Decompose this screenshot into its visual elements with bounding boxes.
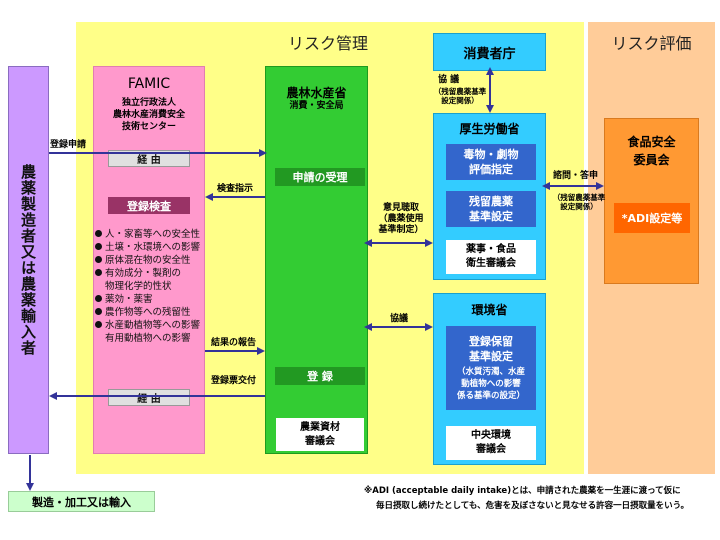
bullet-icon	[95, 321, 102, 328]
bullet-icon	[95, 243, 102, 250]
list-item-continued: 有用動植物への影響	[105, 333, 191, 344]
famic-via-top: 経 由	[108, 150, 190, 167]
result-report-label: 結果の報告	[211, 338, 257, 348]
pharma-food-council: 薬事・食品 衛生審議会	[446, 240, 536, 274]
adi-footnote: ※ADI (acceptable daily intake)とは、申請された農薬…	[364, 486, 690, 511]
consult-consumer-label: 協 議	[438, 75, 460, 85]
list-item: 人・家畜等への安全性	[95, 228, 205, 241]
residue-standard-box: 残留農薬 基準設定	[446, 191, 536, 227]
receipt-label: 申請の受理	[275, 168, 365, 186]
fsc-title: 食品安全 委員会	[627, 135, 676, 167]
list-item: 薬効・薬害	[95, 293, 205, 306]
list-item: 土壌・水環境への影響	[95, 241, 205, 254]
maff-box	[265, 66, 368, 454]
maff-title: 農林水産省	[286, 86, 347, 100]
inspection-instruction-label: 検査指示	[217, 184, 254, 194]
consumer-agency-box: 消費者庁	[433, 33, 546, 71]
manufacture-box: 製造・加工又は輸入	[8, 491, 155, 512]
list-item: 水産動植物等への影響	[95, 319, 205, 332]
list-item: 原体混在物の安全性	[95, 254, 205, 267]
certificate-label: 登録票交付	[211, 376, 257, 386]
moe-title: 環境省	[471, 303, 508, 317]
inquiry-label: 諮問・答申	[553, 171, 599, 181]
adi-setting-box: *ADI設定等	[614, 203, 690, 233]
opinion-label: 意見聴取 （農薬使用 基準制定）	[378, 203, 424, 235]
registration-hold-standard-box: 登録保留 基準設定 （水質汚濁、水産 動植物への影響 係る基準の設定）	[446, 326, 536, 410]
inspection-label: 登録検査	[108, 197, 190, 214]
list-item-continued: 物理化学的性状	[105, 281, 172, 292]
consult-consumer-note: （残留農薬基準 設定関係）	[433, 87, 487, 105]
risk-management-title: リスク管理	[287, 34, 368, 53]
bullet-icon	[95, 256, 102, 263]
famic-via-bottom: 経 由	[108, 389, 190, 406]
application-label: 登録申請	[50, 140, 87, 150]
agri-materials-council: 農業資材 審議会	[276, 418, 364, 451]
central-environment-council: 中央環境 審議会	[446, 426, 536, 460]
bullet-icon	[95, 269, 102, 276]
list-item: 有効成分・製剤の	[95, 267, 205, 280]
famic-subtitle: 独立行政法人 農林水産消費安全 技術センター	[112, 98, 185, 132]
food-safety-commission-box	[604, 118, 699, 284]
poison-designation-box: 毒物・劇物 評価指定	[446, 144, 536, 180]
consult-moe-label: 協議	[390, 314, 409, 324]
risk-evaluation-title: リスク評価	[611, 34, 692, 53]
applicant-box: 農薬製造者又は農薬輸入者	[8, 66, 49, 454]
inquiry-note: （残留農薬基準 設定関係）	[552, 193, 606, 211]
applicant-label: 農薬製造者又は農薬輸入者	[19, 164, 37, 356]
bullet-icon	[95, 295, 102, 302]
bullet-icon	[95, 230, 102, 237]
inspection-items: 人・家畜等への安全性 土壌・水環境への影響 原体混在物の安全性 有効成分・製剤の…	[95, 228, 205, 345]
registration-label: 登 録	[275, 367, 365, 385]
mhlw-title: 厚生労働省	[459, 122, 520, 136]
famic-title: FAMIC	[127, 76, 171, 92]
list-item: 農作物等への残留性	[95, 306, 205, 319]
maff-subtitle: 消費・安全局	[289, 101, 344, 111]
bullet-icon	[95, 308, 102, 315]
